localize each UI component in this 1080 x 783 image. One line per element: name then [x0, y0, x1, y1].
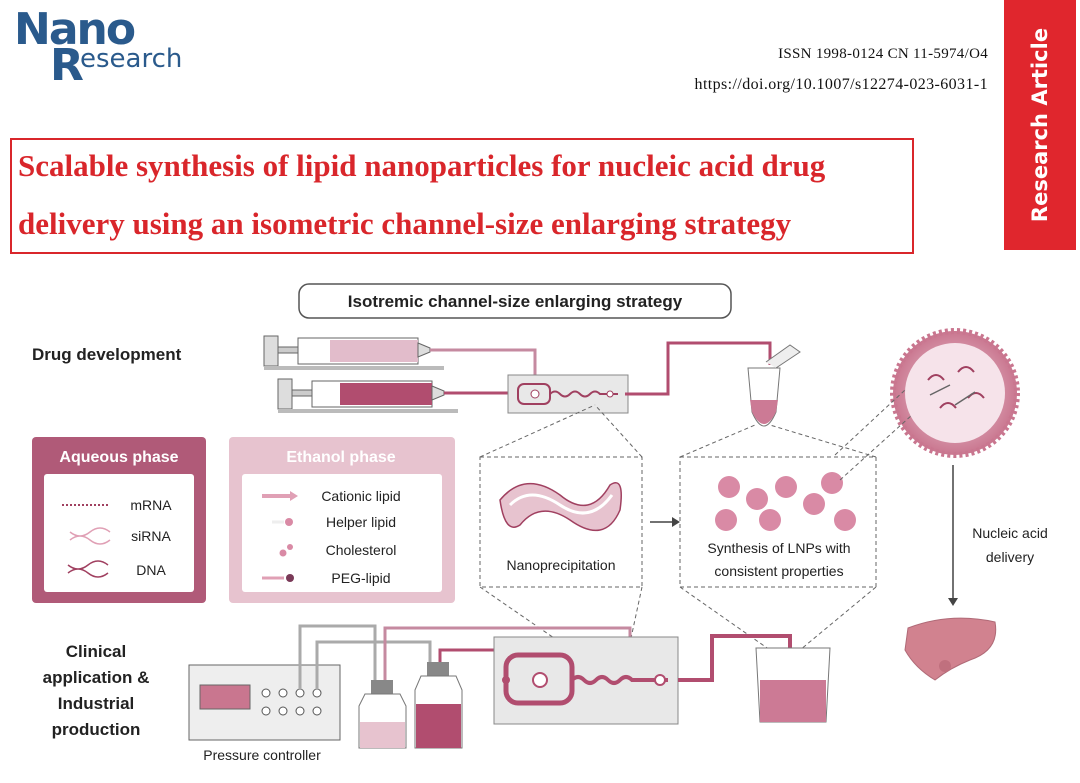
ethanol-item-4: PEG-lipid — [331, 570, 390, 586]
ethanol-phase-title: Ethanol phase — [286, 449, 395, 466]
aqueous-item-1: mRNA — [130, 497, 172, 513]
lnp-synthesis-line-2: consistent properties — [714, 563, 843, 579]
delivery-line-1: Nucleic acid — [972, 525, 1047, 541]
drug-development-label: Drug development — [32, 345, 182, 364]
ethanol-phase-box: Ethanol phase Cationic lipid Helper lipi… — [229, 437, 455, 603]
strategy-label-pill: Isotremic channel-size enlarging strateg… — [298, 283, 732, 319]
clinical-line-3: Industrial — [58, 694, 135, 713]
logo-nano: Nano — [14, 4, 136, 55]
clinical-line-2: application & — [43, 668, 150, 687]
nanoprecipitation-label: Nanoprecipitation — [507, 557, 616, 573]
aqueous-item-2: siRNA — [131, 528, 171, 544]
logo-r: R — [50, 40, 84, 91]
aqueous-phase-box: Aqueous phase mRNA siRNA DNA — [32, 437, 206, 603]
liver-icon — [904, 617, 997, 681]
lnp-synthesis-box: Synthesis of LNPs with consistent proper… — [679, 456, 877, 588]
nano-research-logo: Nano R esearch — [14, 4, 204, 94]
pressure-controller-label: Pressure controller — [203, 747, 321, 763]
ethanol-item-3: Cholesterol — [326, 542, 397, 558]
doi-link[interactable]: https://doi.org/10.1007/s12274-023-6031-… — [694, 76, 988, 93]
ethanol-item-1: Cationic lipid — [321, 488, 400, 504]
ethanol-item-2: Helper lipid — [326, 514, 396, 530]
aqueous-phase-title: Aqueous phase — [59, 449, 178, 466]
aqueous-bottle — [358, 680, 407, 749]
microfluidic-chip-large — [493, 636, 679, 725]
ethanol-bottle — [414, 662, 463, 749]
sirna-icon — [69, 527, 111, 545]
title-line-1: Scalable synthesis of lipid nanoparticle… — [18, 148, 826, 183]
helper-lipid-icon — [285, 518, 293, 526]
issn-text: ISSN 1998-0124 CN 11-5974/O4 — [778, 46, 988, 62]
research-article-ribbon: Research Article — [1004, 0, 1076, 250]
logo-esearch: esearch — [80, 44, 183, 74]
pressure-controller: Pressure controller — [188, 664, 341, 763]
cholesterol-icon — [279, 549, 287, 557]
lnp-synthesis-line-1: Synthesis of LNPs with — [707, 540, 850, 556]
syringe-bottom — [277, 378, 458, 413]
lnp-particle-large — [890, 328, 1020, 458]
clinical-line-4: production — [52, 720, 141, 739]
delivery-line-2: delivery — [986, 549, 1034, 565]
clinical-line-1: Clinical — [66, 642, 126, 661]
nanoprecipitation-box: Nanoprecipitation — [479, 456, 643, 588]
syringe-top — [263, 335, 444, 370]
title-line-2: delivery using an isometric channel-size… — [18, 206, 792, 241]
article-title-box: Scalable synthesis of lipid nanoparticle… — [10, 138, 914, 254]
collection-tube — [747, 344, 801, 427]
microfluidic-chip-small — [507, 374, 629, 414]
dna-icon — [67, 560, 109, 578]
aqueous-item-3: DNA — [136, 562, 166, 578]
collection-beaker — [755, 647, 831, 723]
strategy-label: Isotremic channel-size enlarging strateg… — [348, 292, 683, 311]
